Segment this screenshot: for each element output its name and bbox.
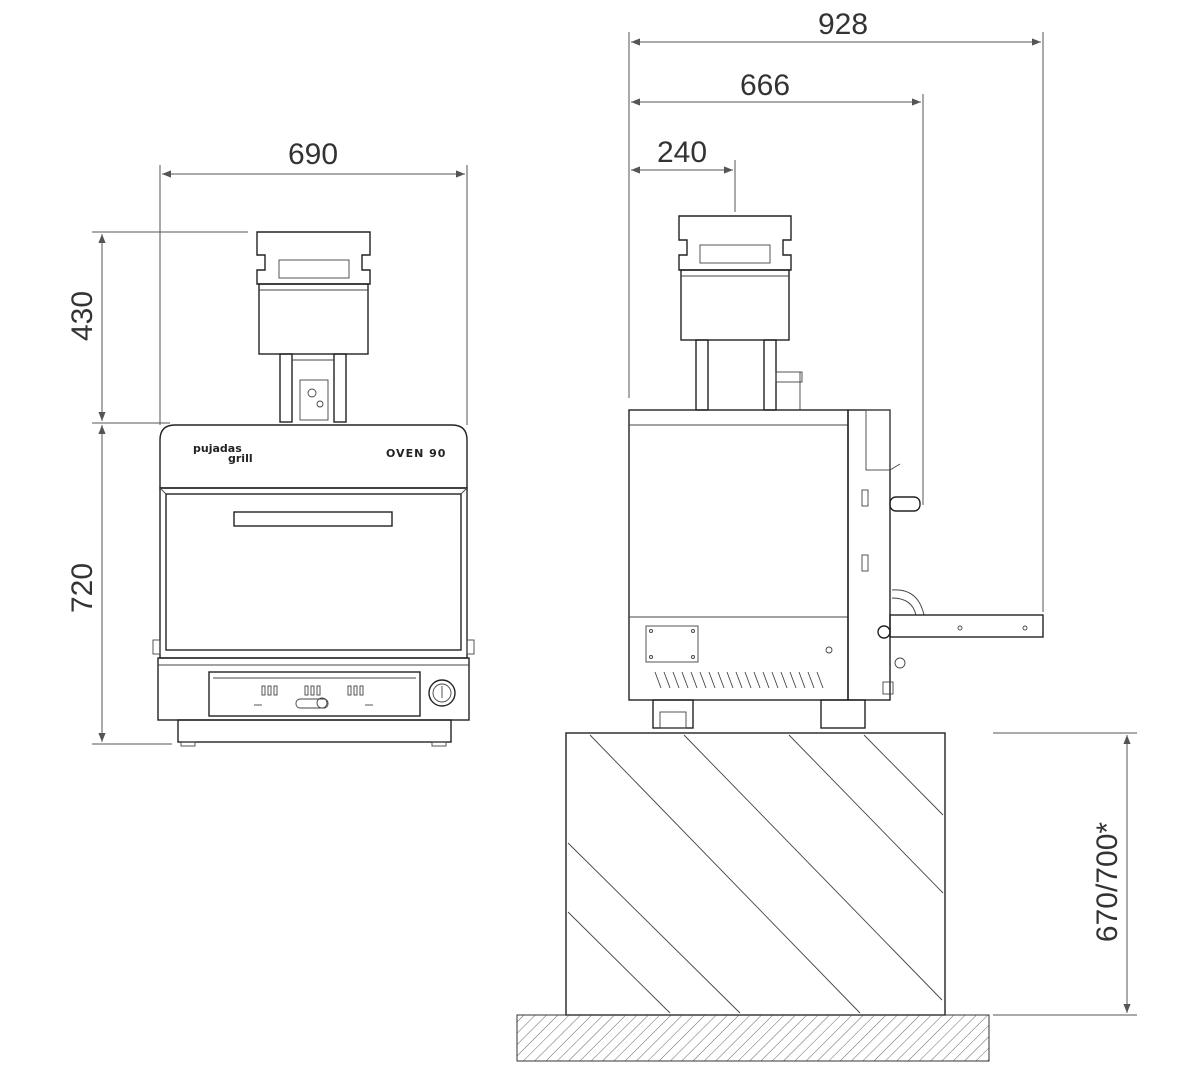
dim-front-body-height-label: 720 — [66, 563, 99, 613]
dim-side-chimney-offset-label: 240 — [657, 136, 707, 169]
dim-front-width-label: 690 — [288, 138, 338, 171]
dim-side-total-depth: 928 — [628, 8, 1044, 612]
model-label: OVEN 90 — [386, 447, 446, 460]
dim-side-body-depth: 666 — [631, 69, 924, 505]
front-view: 690 430 720 — [66, 138, 475, 747]
brand-logo: pujadas — [193, 442, 242, 455]
vent-slots — [654, 671, 824, 689]
brand-logo-sub: grill — [228, 452, 253, 465]
dim-side-total-depth-label: 928 — [818, 8, 868, 41]
dim-side-body-depth-label: 666 — [740, 69, 790, 102]
dim-front-top-height: 430 — [66, 231, 248, 424]
dim-stand-height-label: 670/700* — [1091, 822, 1124, 942]
side-oven-body — [628, 409, 1044, 729]
stand — [516, 732, 990, 1062]
dim-stand-height: 670/700* — [993, 732, 1137, 1016]
thermometer-dial — [428, 679, 456, 707]
dim-side-chimney-offset: 240 — [631, 136, 736, 212]
floor — [516, 1014, 990, 1062]
front-chimney — [256, 231, 371, 423]
control-knobs — [254, 685, 373, 709]
side-chimney — [678, 215, 803, 411]
dim-front-top-height-label: 430 — [66, 291, 99, 341]
side-view: 928 666 240 — [516, 8, 1137, 1062]
dim-front-width: 690 — [159, 138, 468, 425]
front-oven-body: pujadas grill OVEN 90 — [152, 424, 475, 747]
dim-front-body-height: 720 — [66, 425, 172, 745]
